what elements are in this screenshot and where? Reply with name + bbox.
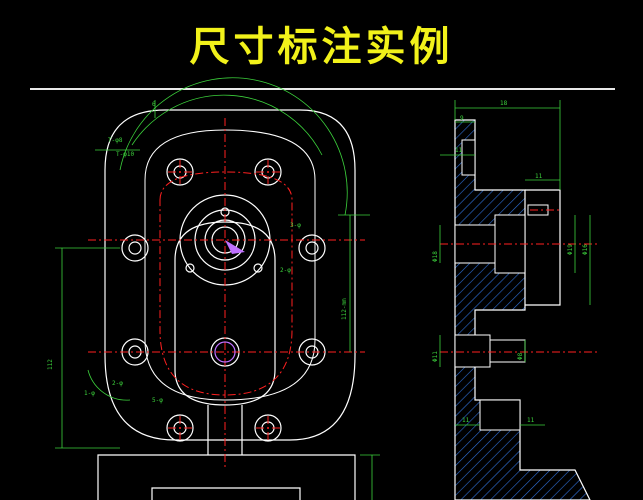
dim-left-1: 2-φ xyxy=(112,380,123,387)
section-outline xyxy=(525,189,561,306)
dim-phi-lower-left: Φ11 xyxy=(432,351,439,362)
dim-phi-left: Φ18 xyxy=(432,251,439,262)
inner-outline xyxy=(144,129,316,401)
dim-section-11b: 11 xyxy=(535,173,543,180)
highlight-arrow xyxy=(225,240,245,254)
dim-left-2: 5-φ xyxy=(152,397,163,404)
dim-small-left: 1-φ xyxy=(84,390,95,397)
front-dimensions xyxy=(55,77,380,500)
section-hatch xyxy=(454,119,591,500)
dim-section-11a: 11 xyxy=(455,147,463,154)
base-step xyxy=(151,487,301,500)
drawing-title: 尺寸标注实例 xyxy=(189,23,454,70)
dim-right-2: 2-φ xyxy=(280,267,291,274)
inner-slot xyxy=(174,221,276,406)
base-neck xyxy=(207,405,243,455)
bore-lower xyxy=(454,334,491,368)
dim-right-1: 3-φ xyxy=(290,222,301,229)
dim-angled-2: T-φ10 xyxy=(116,151,134,158)
outer-outline xyxy=(104,109,356,441)
front-view xyxy=(97,109,356,500)
dim-height-left: 112 xyxy=(47,359,54,370)
dim-phi-lower-right: Φ8 xyxy=(517,352,524,360)
section-view xyxy=(440,119,600,500)
dim-phi19: Φ19 xyxy=(567,244,574,255)
highlight-circle xyxy=(214,341,236,363)
section-dimensions xyxy=(439,100,591,426)
title-underline xyxy=(30,88,615,90)
dim-bottom-left: 11 xyxy=(462,417,470,424)
dim-section-w2: 9 xyxy=(460,115,464,122)
dim-phi16: Φ16 xyxy=(582,244,589,255)
dim-top-left-tick: 6 xyxy=(152,101,156,108)
front-centerlines xyxy=(88,118,365,470)
dim-height-right: 112-mm xyxy=(341,298,348,320)
slot-bottom xyxy=(479,399,521,431)
dim-section-width: 18 xyxy=(500,100,508,107)
dim-angled-1: T-φ8 xyxy=(108,137,123,144)
slot-top xyxy=(461,139,476,176)
dim-bottom-right: 11 xyxy=(527,417,535,424)
base-plate xyxy=(97,454,356,500)
